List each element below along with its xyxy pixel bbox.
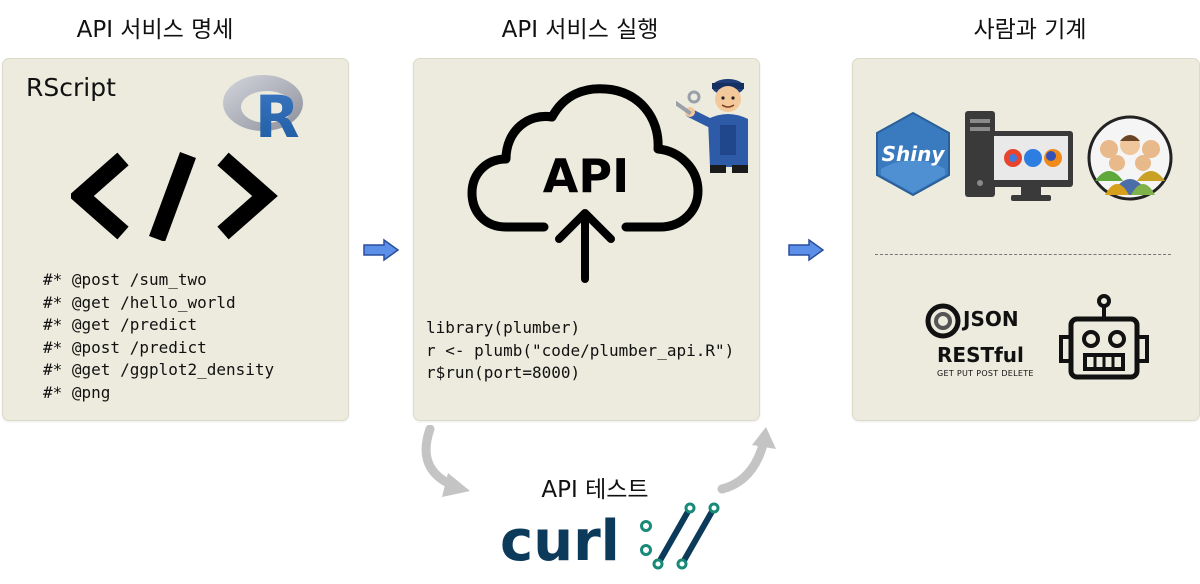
run-panel: API library(plumber) r <- plumb("code/pl… (413, 58, 760, 421)
heading-spec: API 서비스 명세 (76, 17, 234, 43)
restful-label: RESTful (937, 343, 1024, 367)
json-logo-icon (925, 303, 961, 339)
arrow-right-icon (788, 238, 825, 262)
json-label: JSON (963, 307, 1019, 331)
mechanic-icon (676, 79, 748, 173)
annotation-line: #* @png (43, 382, 111, 402)
divider (875, 254, 1171, 255)
restful-methods: GET PUT POST DELETE (937, 369, 1034, 378)
shiny-label: Shiny (882, 142, 946, 166)
annotation-line: #* @get /predict (43, 315, 198, 334)
curl-logo-icon: curl :// (500, 502, 720, 572)
heading-human-machine: 사람과 기계 (973, 17, 1087, 43)
annotation-line: #* @post /predict (43, 337, 207, 357)
shiny-icon: Shiny (876, 111, 950, 197)
annotation-line: #* @post /sum_two (43, 270, 207, 289)
robot-icon (1059, 294, 1149, 380)
curl-logo-text: curl (500, 509, 620, 572)
people-group-icon (1087, 115, 1173, 201)
computer-browsers-icon (965, 111, 1073, 201)
rscript-label: RScript (26, 73, 116, 102)
code-brackets-icon (71, 152, 278, 241)
annotation-list: #* @post /sum_two #* @get /hello_world #… (43, 269, 274, 404)
annotation-line: #* @get /hello_world (43, 292, 236, 312)
consumer-panel: Shiny JSON RESTful (852, 58, 1200, 421)
spec-panel: RScript R #* @post /sum_two #* @get /hel… (2, 58, 349, 421)
run-code-line: r <- plumb("code/plumber_api.R") (426, 340, 735, 360)
curved-arrow-icon (717, 427, 776, 494)
run-code-line: library(plumber) (426, 318, 581, 337)
r-logo-icon: R (223, 75, 303, 145)
run-code-block: library(plumber) r <- plumb("code/plumbe… (426, 317, 734, 385)
curved-arrow-icon (421, 425, 470, 497)
annotation-line: #* @get /ggplot2_density (43, 360, 275, 379)
heading-test: API 테스트 (541, 477, 649, 503)
cloud-label: API (543, 149, 629, 203)
cloud-upload-icon: API (467, 84, 703, 283)
heading-run: API 서비스 실행 (501, 17, 659, 43)
r-logo-letter: R (255, 83, 300, 145)
run-code-line: r$run(port=8000) (426, 363, 581, 382)
arrow-right-icon (363, 238, 400, 262)
